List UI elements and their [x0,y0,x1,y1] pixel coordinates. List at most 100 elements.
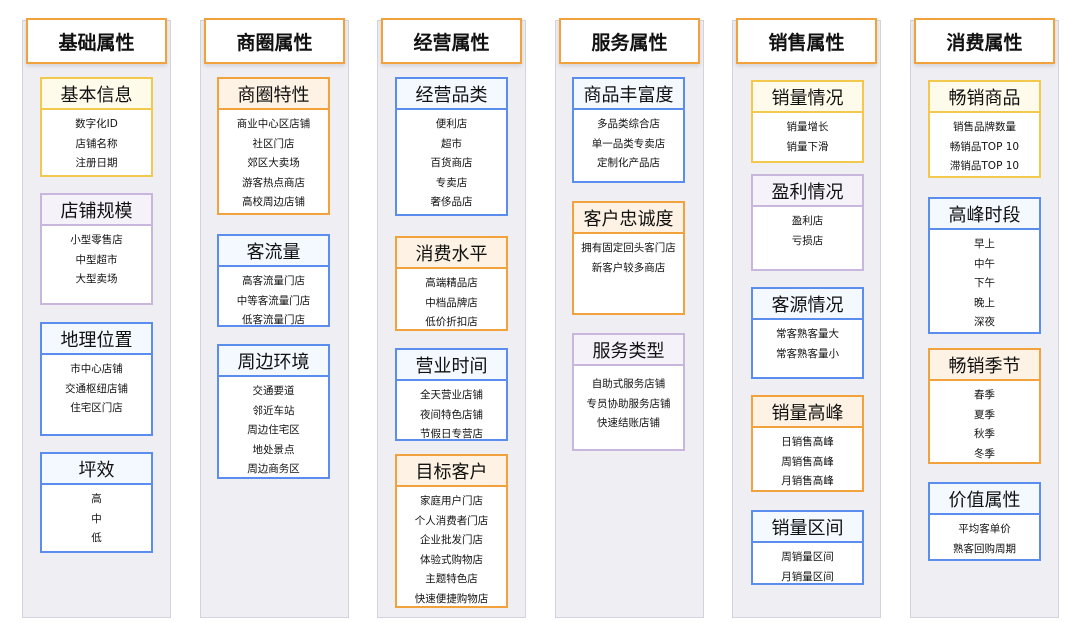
box-foot-traffic: 客流量 高客流量门店 中等客流量门店 低客流量门店 [217,234,330,327]
box-profit-status: 盈利情况 盈利店 亏损店 [751,174,864,271]
box-title: 服务类型 [572,333,685,366]
box-title: 客户忠诚度 [572,201,685,234]
box-title: 基本信息 [40,77,153,110]
box-item: 新客户较多商店 [591,261,666,274]
box-sales-peak: 销量高峰 日销售高峰 周销售高峰 月销售高峰 [751,395,864,492]
box-basic-info: 基本信息 数字化ID 店铺名称 注册日期 [40,77,153,177]
box-item: 高客流量门店 [242,275,305,287]
box-item: 店铺名称 [75,137,118,150]
box-item: 百货商店 [430,157,473,169]
box-title: 商圈特性 [217,77,330,110]
box-consumption-level: 消费水平 高端精品店 中档品牌店 低价折扣店 [395,236,508,331]
box-value-attributes: 价值属性 平均客单价 熟客回购周期 [928,482,1041,561]
box-service-type: 服务类型 自助式服务店铺 专员协助服务店铺 快速结账店铺 [572,333,685,451]
box-district-traits: 商圈特性 商业中心区店铺 社区门店 郊区大卖场 游客热点商店 高校周边店铺 [217,77,330,215]
box-item: 畅销品TOP 10 [949,140,1020,153]
box-item: 专员协助服务店铺 [586,397,671,410]
box-surroundings: 周边环境 交通要道 邻近车站 周边住宅区 地处景点 周边商务区 [217,344,330,479]
box-item: 周销售高峰 [781,455,834,468]
box-title: 店铺规模 [40,193,153,226]
box-title: 客源情况 [751,287,864,320]
box-item: 家庭用户门店 [420,495,483,507]
box-item: 中等客流量门店 [236,294,311,307]
box-peak-hours: 高峰时段 早上 中午 下午 晚上 深夜 [928,197,1041,334]
box-title: 经营品类 [395,77,508,110]
box-title: 坪效 [40,452,153,485]
box-item: 周销量区间 [781,551,834,563]
column-header-consumption: 消费属性 [914,18,1055,64]
box-business-hours: 营业时间 全天营业店铺 夜间特色店铺 节假日专营店 [395,348,508,441]
box-item: 游客热点商店 [242,176,305,189]
box-item: 高端精品店 [425,277,478,289]
box-title: 客流量 [217,234,330,267]
box-item: 晚上 [974,296,995,309]
box-item: 盈利店 [791,215,824,227]
box-item: 常客熟客量小 [776,347,839,360]
box-item: 超市 [441,137,462,150]
box-title: 营业时间 [395,348,508,381]
box-item: 快速便捷购物店 [414,592,489,605]
box-title: 畅销商品 [928,80,1041,113]
column-header-business-district: 商圈属性 [204,18,345,64]
box-item: 大型卖场 [75,273,118,285]
box-title: 地理位置 [40,322,153,355]
box-item: 日销售高峰 [781,436,834,448]
box-category: 经营品类 便利店 超市 百货商店 专卖店 奢侈品店 [395,77,508,216]
box-title: 销量高峰 [751,395,864,428]
box-efficiency: 坪效 高 中 低 [40,452,153,553]
box-item: 亏损店 [791,234,824,247]
box-item: 市中心店铺 [70,363,123,375]
box-best-seasons: 畅销季节 春季 夏季 秋季 冬季 [928,348,1041,464]
box-item: 月销售高峰 [781,475,834,487]
column-header-sales: 销售属性 [736,18,877,64]
box-item: 低价折扣店 [425,316,478,328]
box-item: 企业批发门店 [420,534,483,546]
box-item: 邻近车站 [252,404,295,417]
box-title: 消费水平 [395,236,508,269]
box-item: 自助式服务店铺 [591,378,666,390]
box-item: 夜间特色店铺 [420,408,483,421]
box-item: 小型零售店 [70,234,123,246]
box-item: 社区门店 [252,137,295,150]
box-item: 住宅区门店 [70,402,123,414]
box-item: 高 [91,493,102,505]
box-item: 交通枢纽店铺 [65,382,128,395]
box-item: 中档品牌店 [425,296,478,309]
box-title: 高峰时段 [928,197,1041,230]
box-item: 高校周边店铺 [242,196,305,208]
box-best-sellers: 畅销商品 销售品牌数量 畅销品TOP 10 滞销品TOP 10 [928,80,1041,178]
box-item: 月销量区间 [781,570,834,583]
box-item: 低 [91,532,102,544]
column-header-operation: 经营属性 [381,18,522,64]
box-product-richness: 商品丰富度 多品类综合店 单一品类专卖店 定制化产品店 [572,77,685,183]
box-location: 地理位置 市中心店铺 交通枢纽店铺 住宅区门店 [40,322,153,436]
box-item: 低客流量门店 [242,314,305,326]
box-item: 中午 [974,257,995,270]
box-sales-range: 销量区间 周销量区间 月销量区间 [751,510,864,585]
box-item: 交通要道 [252,385,295,397]
column-header-service: 服务属性 [559,18,700,64]
box-item: 下午 [974,277,995,289]
box-item: 全天营业店铺 [420,389,483,401]
box-item: 周边商务区 [247,463,300,475]
box-title: 周边环境 [217,344,330,377]
box-item: 销量下滑 [786,140,829,153]
box-item: 常客熟客量大 [776,328,839,340]
box-customer-loyalty: 客户忠诚度 拥有固定回头客门店 新客户较多商店 [572,201,685,315]
box-item: 销售品牌数量 [953,121,1016,133]
box-store-scale: 店铺规模 小型零售店 中型超市 大型卖场 [40,193,153,305]
box-item: 体验式购物店 [420,553,483,566]
box-item: 多品类综合店 [597,118,660,130]
box-item: 深夜 [974,316,995,328]
box-item: 商业中心区店铺 [236,118,311,130]
column-header-basic: 基础属性 [26,18,167,64]
box-item: 早上 [974,238,995,250]
box-item: 中 [91,512,102,525]
box-title: 目标客户 [395,454,508,487]
box-item: 单一品类专卖店 [591,137,666,150]
box-item: 中型超市 [75,253,118,266]
box-item: 专卖店 [435,176,468,189]
box-title: 畅销季节 [928,348,1041,381]
box-title: 价值属性 [928,482,1041,515]
box-item: 节假日专营店 [420,428,483,440]
